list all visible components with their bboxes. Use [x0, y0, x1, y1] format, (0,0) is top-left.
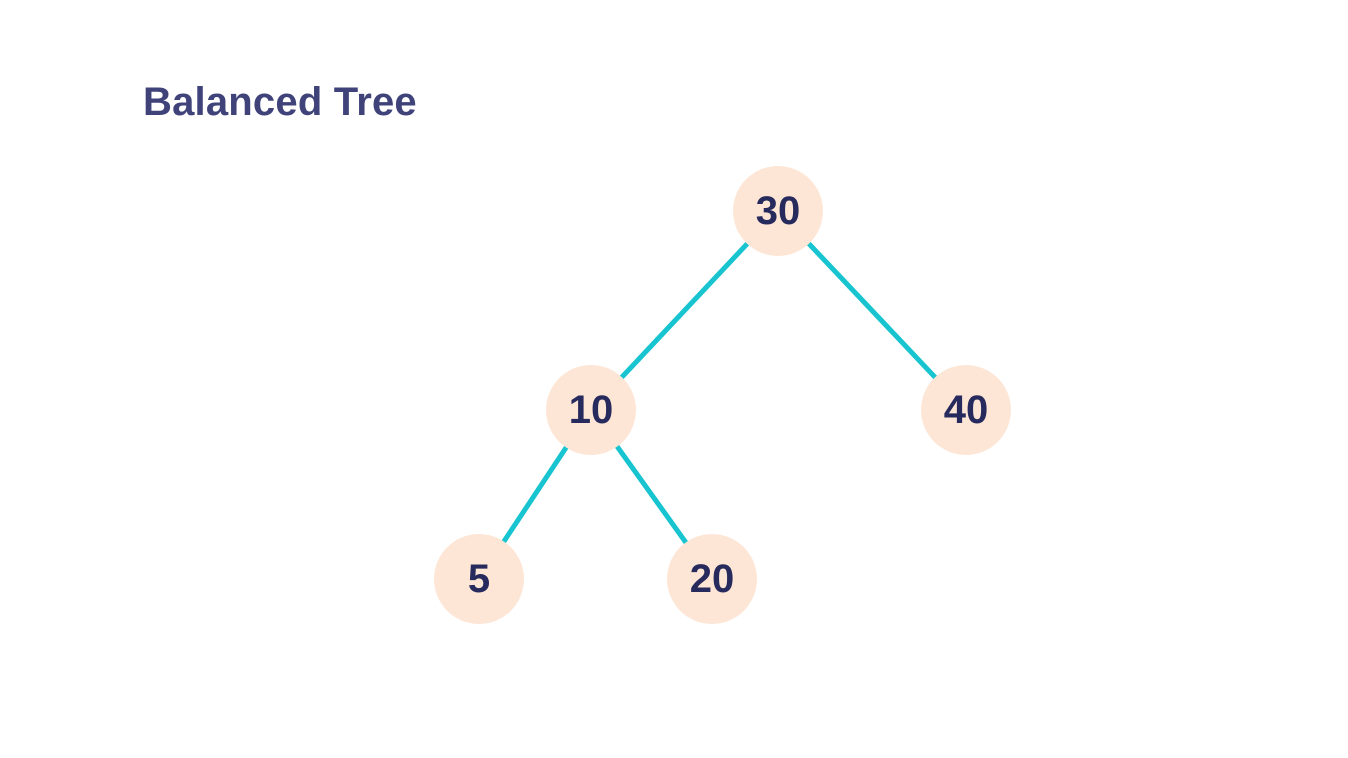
tree-edge-n30-n40 [775, 208, 969, 413]
tree-node-5: 5 [434, 534, 524, 624]
tree-node-circle [546, 365, 636, 455]
tree-edge-n30-n10 [588, 208, 781, 413]
tree-node-circle [733, 166, 823, 256]
tree-node-10: 10 [546, 365, 636, 455]
nodes-layer: 30 10 40 5 20 [434, 166, 1011, 624]
tree-node-circle [434, 534, 524, 624]
tree-node-circle [667, 534, 757, 624]
tree-node-40: 40 [921, 365, 1011, 455]
diagram-title: Balanced Tree [143, 80, 417, 124]
tree-node-label: 30 [756, 189, 801, 233]
tree-node-label: 40 [944, 388, 989, 432]
tree-node-30: 30 [733, 166, 823, 256]
tree-node-label: 10 [569, 388, 614, 432]
tree-node-label: 5 [468, 557, 490, 601]
tree-node-label: 20 [690, 557, 735, 601]
tree-node-circle [921, 365, 1011, 455]
tree-node-20: 20 [667, 534, 757, 624]
